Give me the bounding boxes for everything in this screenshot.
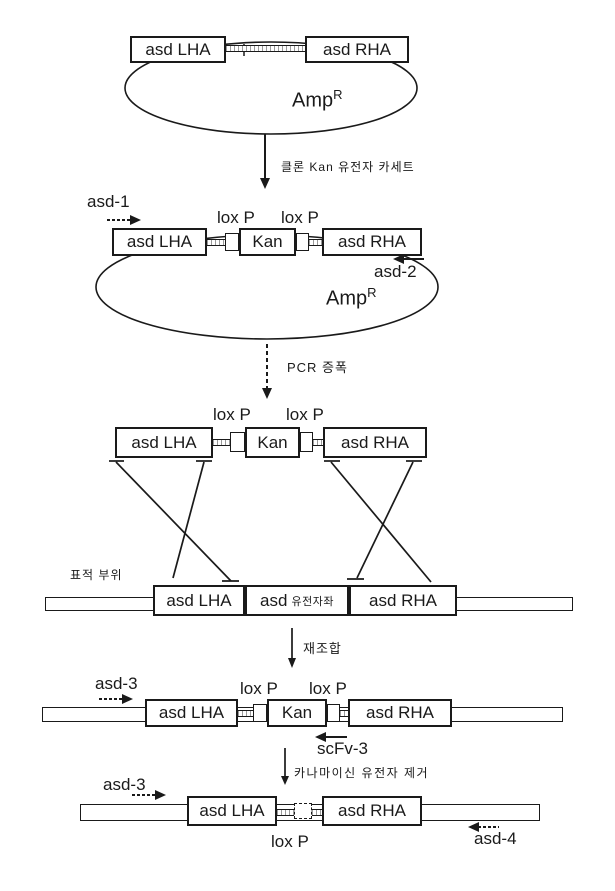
step3-arrow-down-icon (288, 628, 296, 668)
step1-arrow-down-icon (260, 134, 270, 189)
cassette-loxp-left-box (230, 432, 245, 452)
primer-asd1-label: asd-1 (87, 192, 130, 211)
resolved-linker-left (277, 809, 294, 816)
integrated-asd-rha-box: asd RHA (348, 699, 452, 727)
primer-asd2-label: asd-2 (374, 262, 417, 281)
integrated-loxp-left-box (253, 704, 267, 722)
primer-asd3-arrow-icon (99, 694, 133, 704)
plasmid2-asd-lha-box: asd LHA (112, 228, 207, 256)
integrated-linker-right (340, 710, 348, 717)
integrated-loxp-right-box (327, 704, 340, 722)
primer-asd3b-arrow-icon (132, 790, 166, 800)
plasmid2-linker-right (309, 239, 322, 246)
cassette-asd-lha-box: asd LHA (115, 427, 213, 458)
integrated-loxp-right-label: lox P (309, 679, 347, 698)
resolved-asd-rha-box: asd RHA (322, 796, 422, 826)
plasmid1-circle-icon (124, 41, 418, 135)
primer-scfv3-arrow-icon (315, 732, 347, 742)
plasmid1-asd-rha-box: asd RHA (305, 36, 409, 63)
cassette-loxp-right-box (300, 432, 313, 452)
step1-label: 클론 Kan 유전자 카세트 (281, 160, 415, 174)
genome-asd-lha-box: asd LHA (153, 585, 245, 616)
cassette-asd-rha-box: asd RHA (323, 427, 427, 458)
plasmid2-asd-rha-box: asd RHA (322, 228, 422, 256)
recombination-cross-lines-icon (109, 460, 432, 583)
primer-asd1-arrow-icon (107, 215, 141, 225)
integrated-kan-box: Kan (267, 699, 327, 727)
plasmid1-asd-rha-label: asd RHA (322, 39, 392, 59)
step3-label: 재조합 (303, 641, 342, 656)
integrated-loxp-left-label: lox P (240, 679, 278, 698)
plasmid1-ampr-label: AmpR (292, 87, 343, 112)
resolved-loxp-label: lox P (271, 832, 309, 851)
primer-asd3-label: asd-3 (95, 674, 138, 693)
integrated-asd-lha-box: asd LHA (145, 699, 238, 727)
genome-asd-locus-box: asd 유전자좌 (245, 585, 349, 616)
step2-arrow-down-icon (262, 344, 272, 399)
primer-asd4-arrow-icon (468, 822, 499, 832)
plasmid1-asd-lha-box: asd LHA (130, 36, 226, 63)
cassette-linker-right (313, 439, 323, 446)
cassette-loxp-left-label: lox P (213, 405, 251, 424)
cassette-linker-left (213, 439, 230, 446)
plasmid2-linker-left (207, 239, 225, 246)
plasmid1-linker (226, 45, 307, 52)
step4-label: 카나마이신 유전자 제거 (294, 766, 430, 780)
resolved-loxp-box (294, 803, 312, 819)
genome-asd-rha-box: asd RHA (349, 585, 457, 616)
plasmid1-asd-lha-label: asd LHA (145, 39, 211, 59)
cassette-kan-box: Kan (245, 427, 300, 458)
plasmid2-ampr-label: AmpR (326, 285, 377, 310)
target-site-label: 표적 부위 (70, 568, 123, 582)
resolved-linker-right (312, 809, 322, 816)
primer-asd2-arrow-icon (393, 254, 424, 264)
resolved-asd-lha-box: asd LHA (187, 796, 277, 826)
plasmid2-loxp-left-box (225, 233, 239, 251)
primer-asd3b-label: asd-3 (103, 775, 146, 794)
step2-label: PCR 증폭 (287, 360, 348, 375)
cassette-loxp-right-label: lox P (286, 405, 324, 424)
plasmid2-loxp-right-label: lox P (281, 208, 319, 227)
plasmid2-loxp-right-box (296, 233, 309, 251)
integrated-linker-left (238, 710, 253, 717)
step4-arrow-down-icon (281, 748, 289, 785)
primer-scfv3-label: scFv-3 (317, 739, 368, 758)
primer-asd4-label: asd-4 (474, 829, 517, 848)
plasmid2-loxp-left-label: lox P (217, 208, 255, 227)
plasmid2-kan-box: Kan (239, 228, 296, 256)
